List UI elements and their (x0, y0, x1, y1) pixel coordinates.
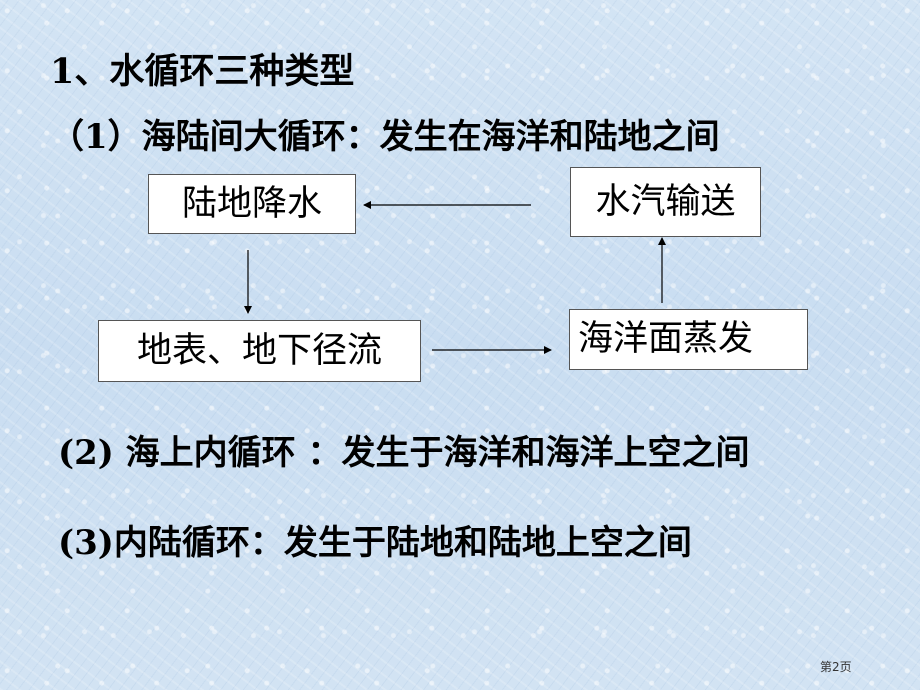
node-land-precipitation: 陆地降水 (148, 174, 356, 234)
slide-title: 1、水循环三种类型 (50, 51, 355, 92)
page-number: 第2页 (820, 660, 852, 674)
section-2-ocean-inner-cycle: (2) 海上内循环 ：发生于海洋和海洋上空之间 (58, 433, 750, 473)
node-ocean-evaporation: 海洋面蒸发 (569, 309, 808, 370)
section-3-inland-cycle: (3)内陆循环：发生于陆地和陆地上空之间 (58, 523, 692, 563)
section-1-ocean-land-cycle: （1）海陆间大循环：发生在海洋和陆地之间 (50, 117, 720, 157)
node-surface-underground-runoff: 地表、地下径流 (98, 320, 421, 382)
node-water-vapor-transport: 水汽输送 (570, 167, 761, 237)
